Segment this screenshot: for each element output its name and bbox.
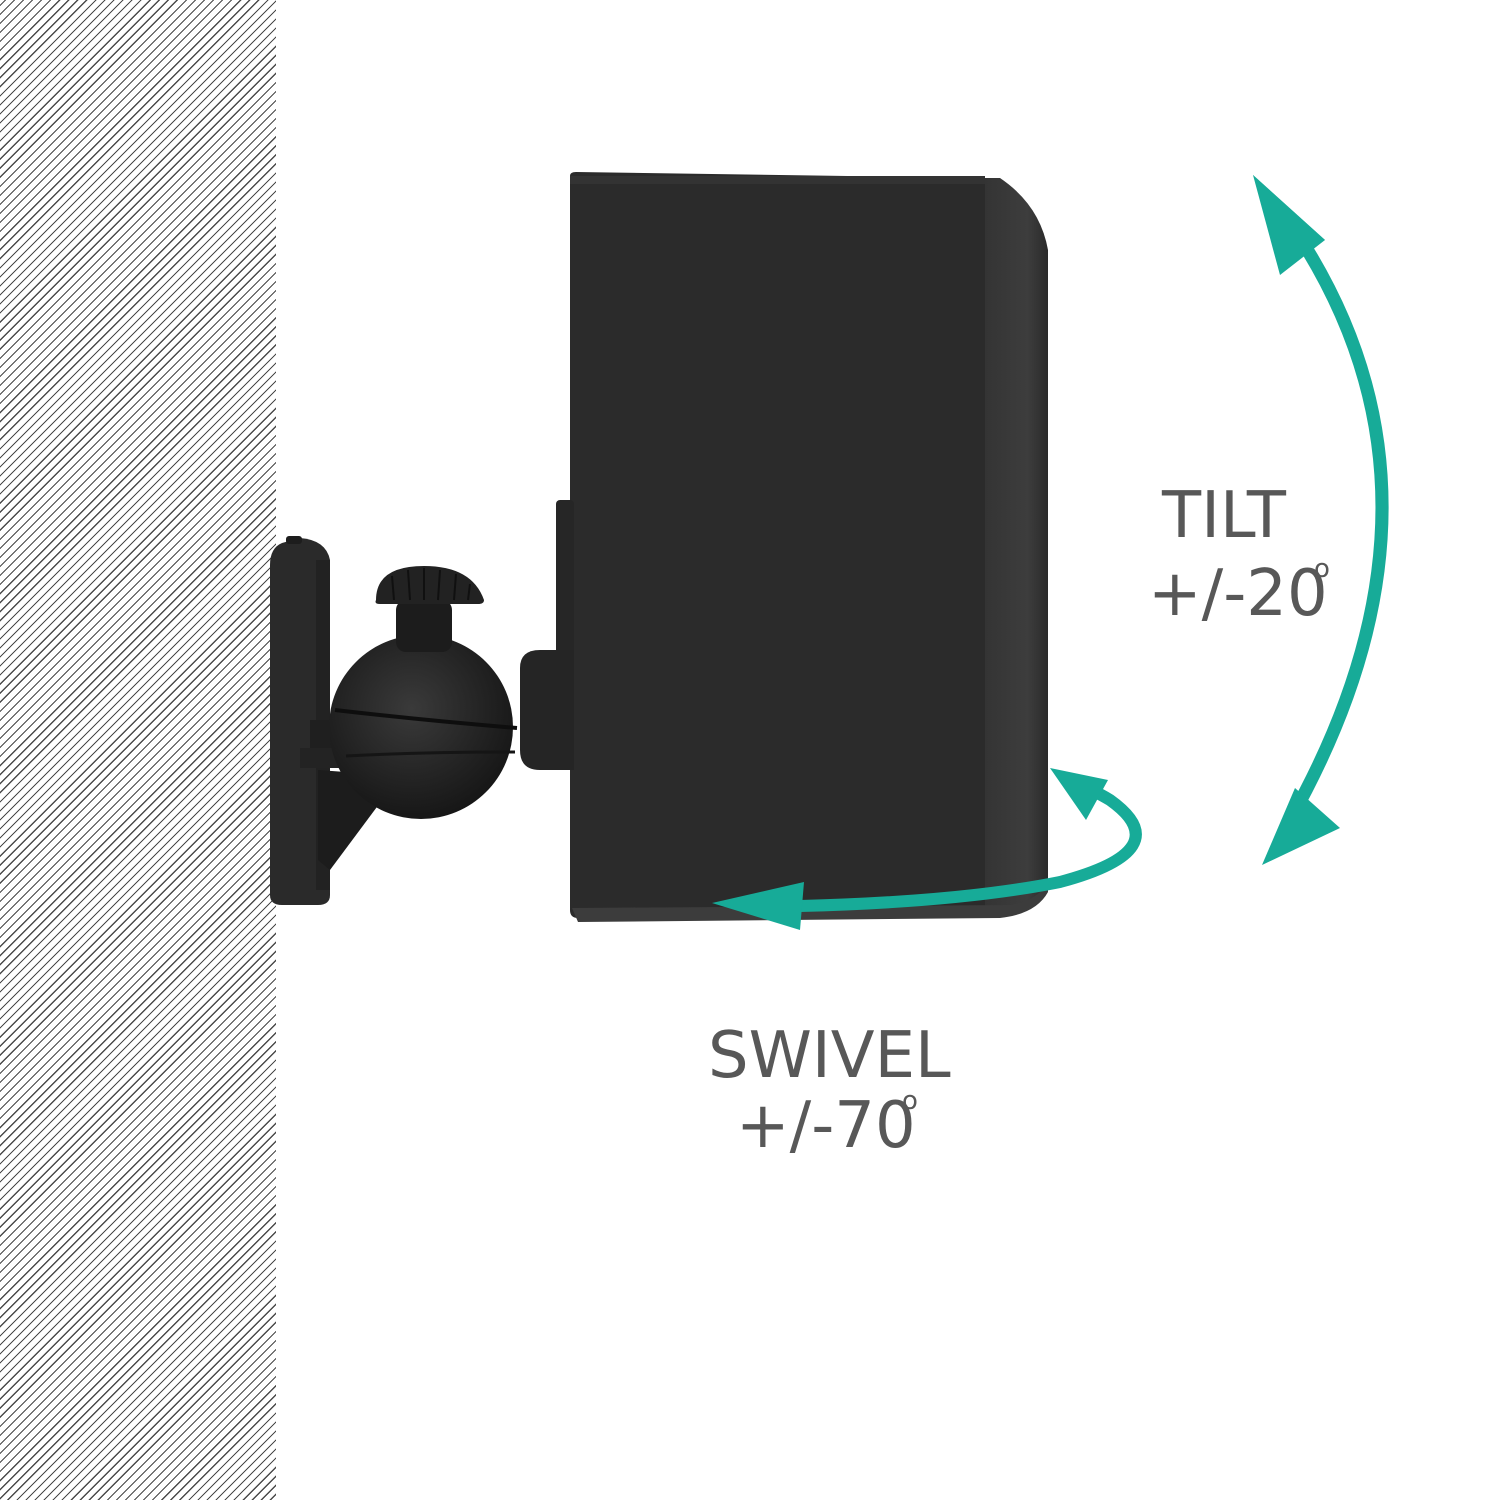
tilt-label-text: TILT (1162, 479, 1286, 553)
tilt-range-text: +/-20 (1148, 557, 1328, 631)
swivel-arrow-icon (712, 768, 1142, 930)
speaker-bracket-arm (520, 500, 574, 770)
tilt-arrow-icon (1253, 175, 1389, 865)
degree-symbol: o (1314, 554, 1330, 584)
swivel-range-text: +/-70 (736, 1089, 916, 1163)
speaker-cabinet (570, 172, 1048, 922)
speaker-front-panel (570, 172, 985, 918)
ball-joint (329, 635, 518, 819)
swivel-label: SWIVEL (708, 1024, 951, 1088)
speaker-side-panel (980, 178, 1048, 912)
degree-symbol: o (902, 1086, 918, 1116)
tilt-label: TILT (1162, 484, 1286, 548)
tightening-knob (375, 566, 484, 652)
swivel-label-text: SWIVEL (708, 1019, 951, 1093)
wall-hatch-pattern (0, 0, 276, 1500)
